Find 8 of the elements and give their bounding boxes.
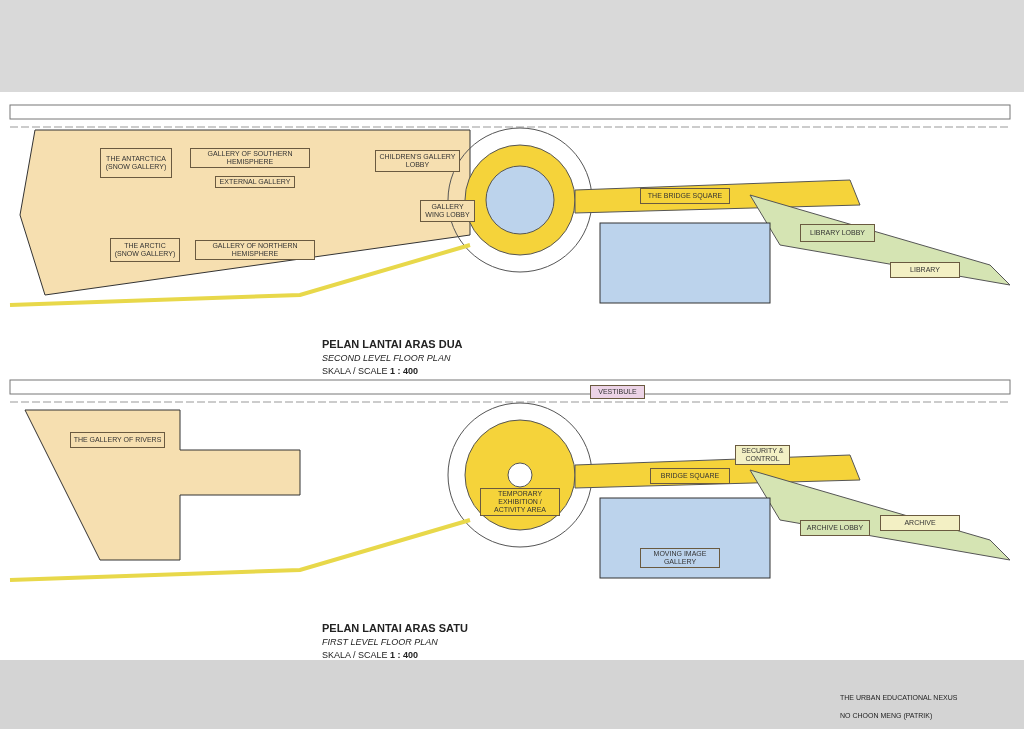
scale-label: SKALA / SCALE <box>322 366 388 376</box>
scale-value: 1 : 400 <box>390 366 419 376</box>
plan-title: PELAN LANTAI ARAS DUA <box>322 338 463 350</box>
plan-title: PELAN LANTAI ARAS SATU <box>322 622 468 634</box>
plan-subtitle: FIRST LEVEL FLOOR PLAN <box>322 637 438 647</box>
scale-label: SKALA / SCALE <box>322 650 388 660</box>
plan-subtitle: SECOND LEVEL FLOOR PLAN <box>322 353 451 363</box>
scale-value: 1 : 400 <box>390 650 419 660</box>
